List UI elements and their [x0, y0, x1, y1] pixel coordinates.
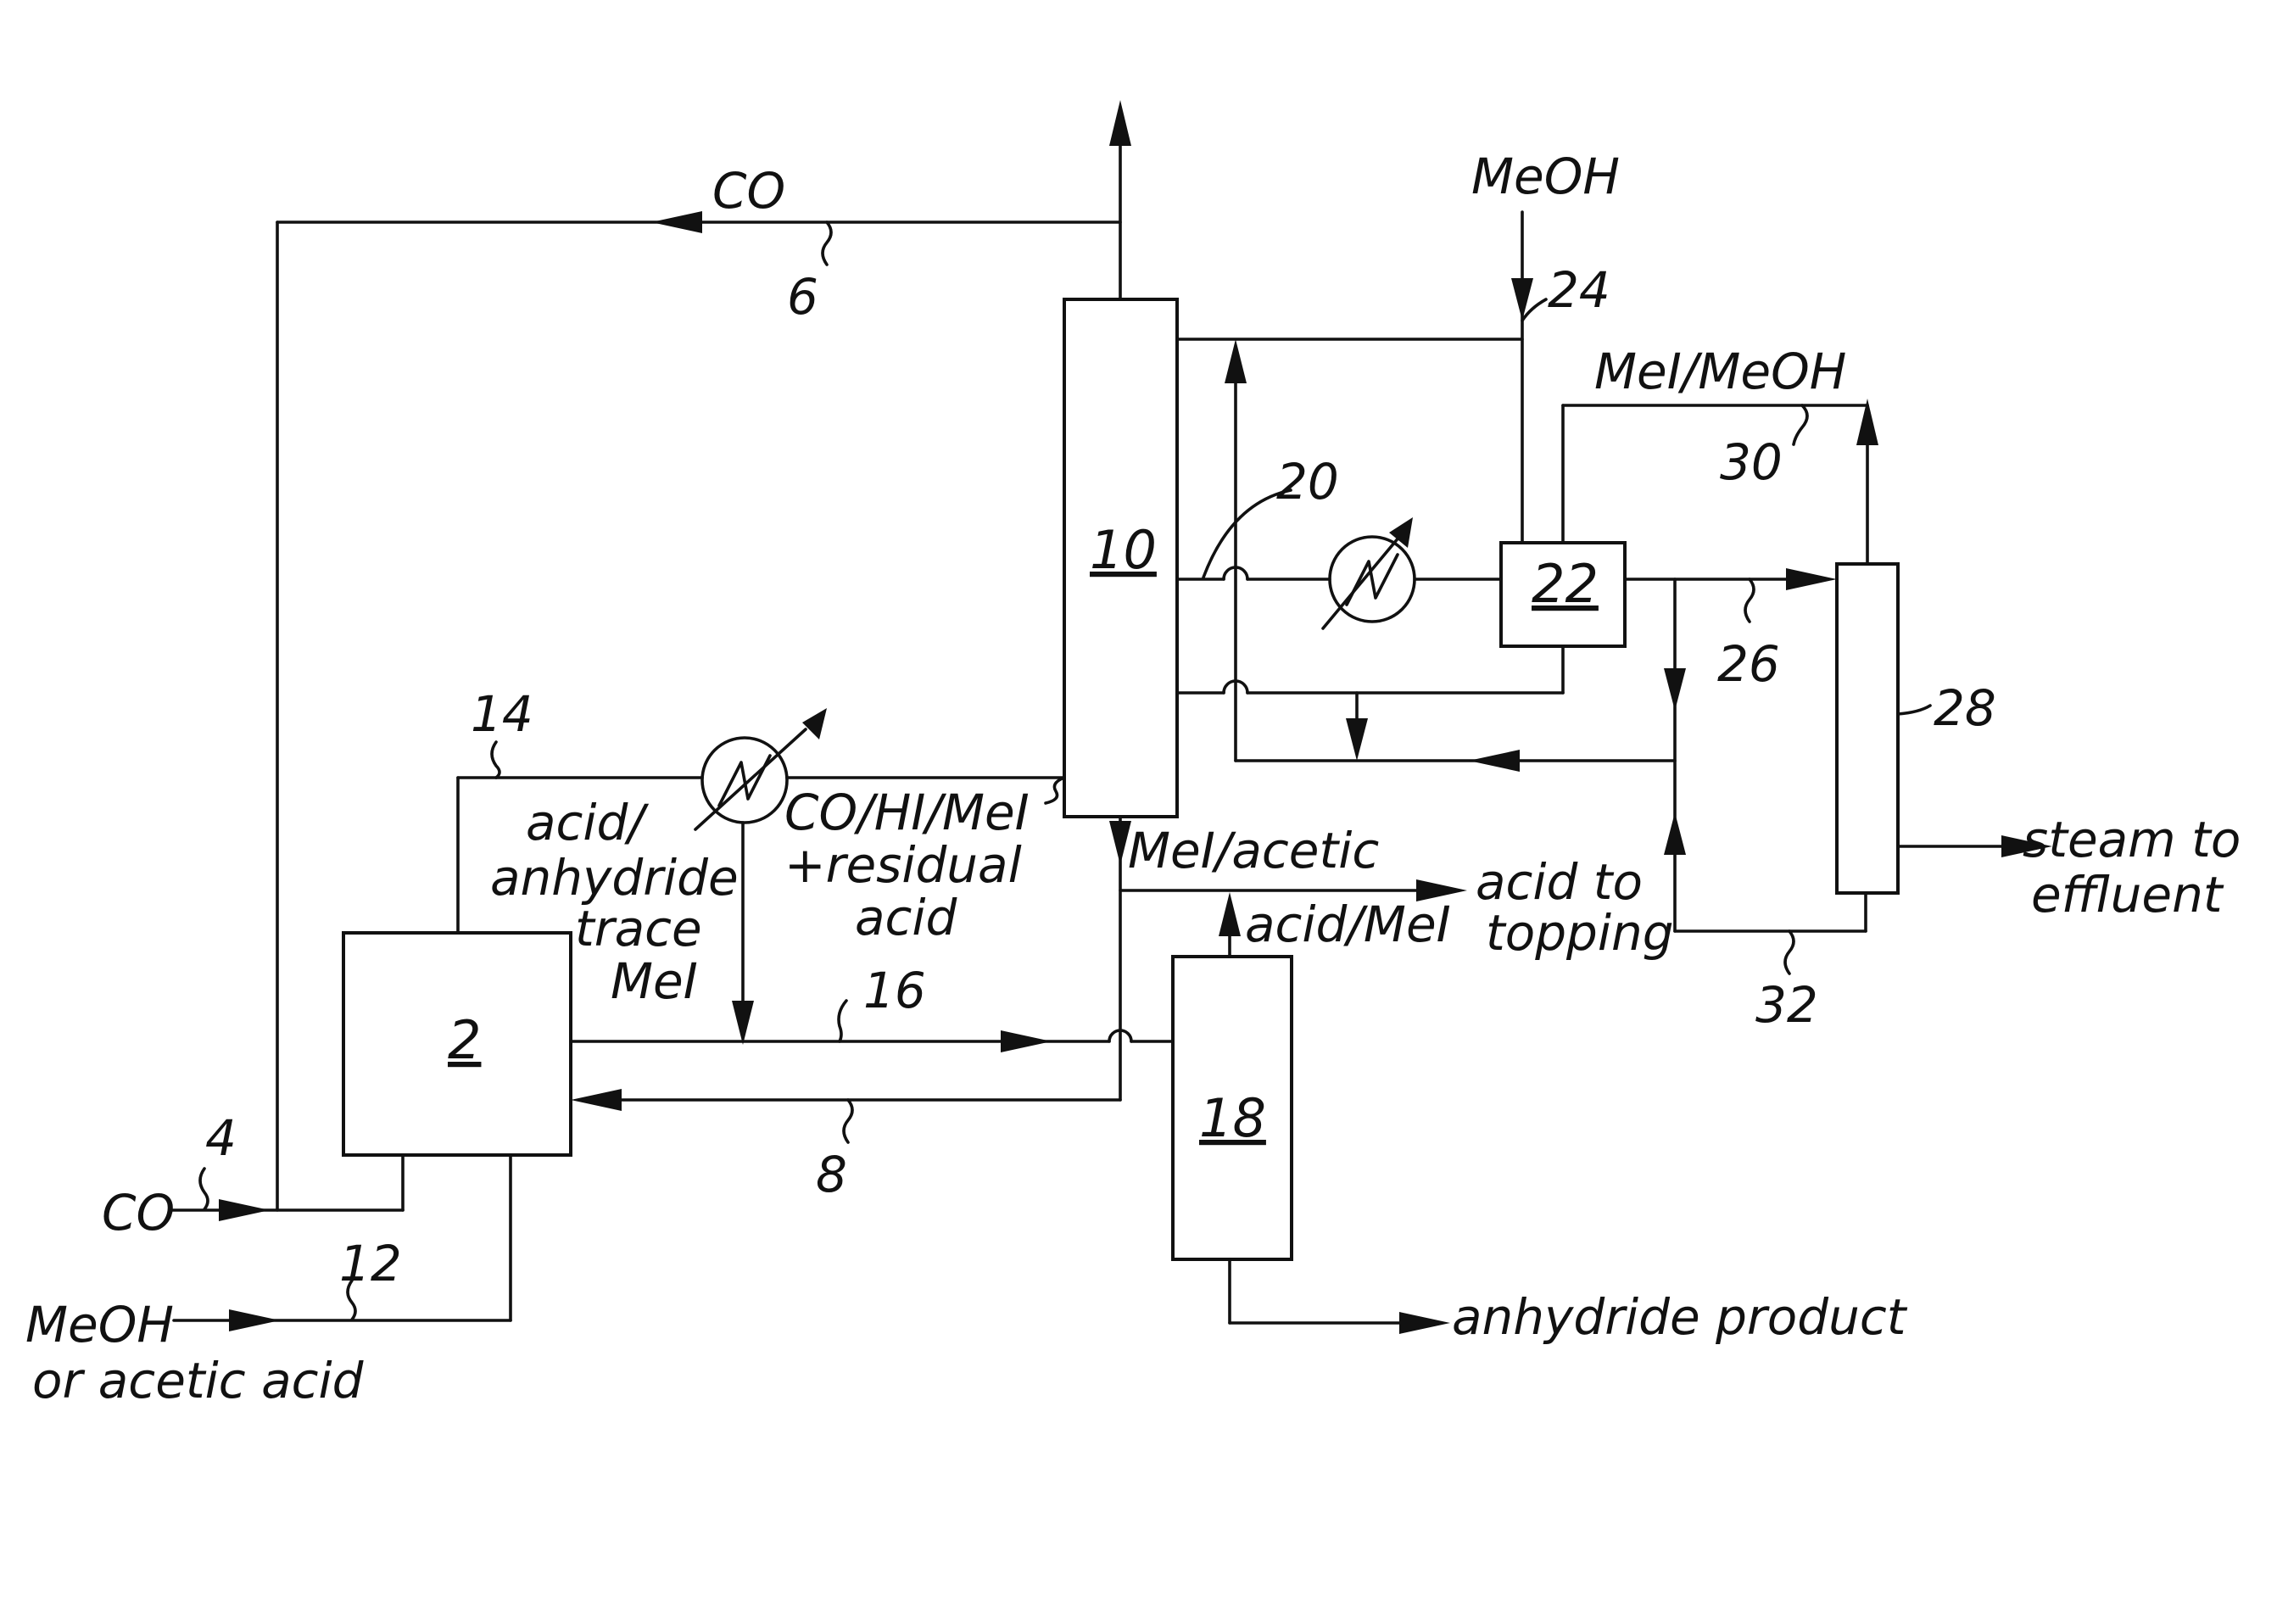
anhydride-product-label: anhydride product [1452, 1288, 1908, 1346]
stream-12-number: 12 [339, 1235, 402, 1292]
acid-anhydride-label-line3: trace [575, 900, 702, 957]
unit-2-reactor: 2 [342, 931, 572, 1157]
steam-to-effluent-label: steam to [2023, 811, 2241, 868]
unit-10-label: 10 [1090, 519, 1157, 581]
steam-to-effluent-label-line2: effluent [2031, 866, 2224, 924]
acid-mei-label: acid/MeI [1245, 896, 1451, 953]
stream-numbers: 6 4 8 12 14 16 20 24 26 28 30 32 [205, 261, 1996, 1292]
acid-anhydride-label-line4: MeI [611, 952, 698, 1010]
co-feed-label: CO [102, 1184, 175, 1242]
unit-18-label: 18 [1199, 1087, 1266, 1149]
meoh-feed-label-line2: or acetic acid [32, 1352, 365, 1409]
stream-6-number: 6 [787, 268, 818, 326]
acid-anhydride-label-line2: anhydride [490, 849, 739, 907]
acid-to-topping-label: acid to [1476, 853, 1643, 911]
unit-22-label: 22 [1532, 553, 1599, 615]
unit-18-column: 18 [1171, 955, 1293, 1261]
meoh-feed-label: MeOH [1471, 148, 1620, 205]
stream-16-number: 16 [863, 962, 926, 1019]
meoh-feed-label: MeOH [25, 1296, 174, 1353]
acid-to-topping-label-line2: topping [1486, 904, 1674, 962]
co-recycle-label: CO [712, 162, 785, 220]
stream-4-number: 4 [205, 1109, 237, 1167]
stream-number-leaders [198, 220, 1932, 1321]
stream-20-number: 20 [1276, 453, 1339, 511]
stream-8-number: 8 [816, 1146, 847, 1203]
stream-30-number: 30 [1720, 433, 1783, 491]
stream-labels: CO MeOH MeI/MeOH CO MeOH or acetic acid … [25, 148, 2241, 1409]
unit-2-label: 2 [448, 1009, 481, 1071]
unit-22-vessel: 22 [1499, 541, 1627, 648]
stream-32-number: 32 [1755, 976, 1818, 1034]
co-hi-mei-label-line3: acid [855, 889, 958, 946]
acid-anhydride-label: acid/ [526, 794, 649, 851]
unit-28-label: 28 [1934, 679, 1996, 737]
mei-meoh-label: MeI/MeOH [1594, 343, 1846, 400]
stream-24-number: 24 [1548, 261, 1610, 319]
flow-arrows [219, 100, 2052, 1334]
stream-14-number: 14 [471, 685, 533, 743]
unit-10-column: 10 [1063, 298, 1179, 818]
unit-28-column [1835, 562, 1900, 895]
co-hi-mei-label: CO/HI/MeI [784, 784, 1030, 841]
mei-acetic-label: MeI/acetic [1128, 822, 1379, 879]
heat-exchanger-icon [1321, 517, 1416, 630]
co-hi-mei-label-line2: +residual [784, 836, 1022, 894]
heat-exchanger-icon [694, 708, 827, 831]
stream-26-number: 26 [1717, 635, 1780, 693]
